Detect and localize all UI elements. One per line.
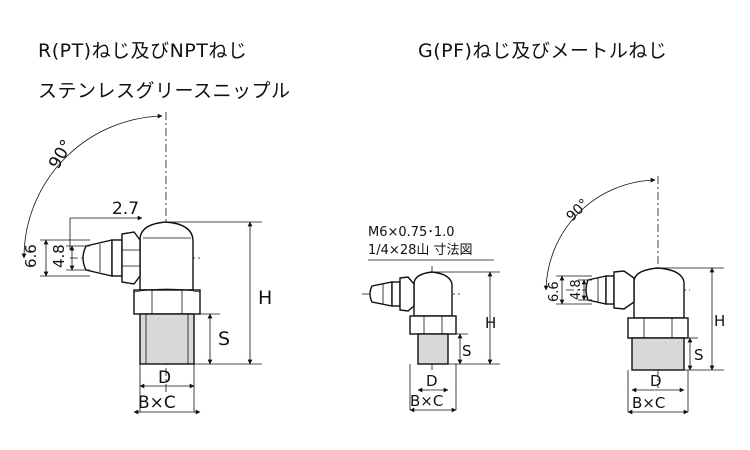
middle-dim-s-label: S [462, 342, 472, 360]
dim-6-6-label-right: 6.6 [547, 281, 562, 302]
middle-dim-h-label: H [485, 314, 496, 332]
right-dim-d-label: D [650, 372, 662, 390]
middle-dim-d-label: D [426, 372, 438, 390]
dim-d-label: D [158, 368, 171, 388]
dim-h-label: H [258, 287, 272, 309]
title-rpt-npt: R(PT)ねじ及びNPTねじ [38, 40, 248, 62]
dim-bxc-label: B×C [138, 393, 176, 413]
middle-nipple-figure: M6×0.75･1.0 1/4×28山 寸法図 H S D B× [362, 225, 500, 413]
left-nipple-figure: 2.7 H S D B×C [21, 112, 272, 415]
title-gpf-metric: G(PF)ねじ及びメートルねじ [418, 40, 668, 62]
middle-note-line1: M6×0.75･1.0 [368, 225, 455, 240]
dim-2-7-label: 2.7 [112, 199, 139, 219]
right-nipple-figure: H S D B×C [543, 176, 725, 415]
middle-dim-bxc-label: B×C [410, 392, 443, 410]
angle-90-label-right: 90° [564, 196, 593, 225]
title-stainless-grease-nipple: ステンレスグリースニップル [38, 80, 291, 102]
middle-note-line2: 1/4×28山 寸法図 [368, 243, 473, 258]
right-dim-s-label: S [694, 346, 704, 364]
right-dim-bxc-label: B×C [632, 394, 665, 412]
dim-4-8-label-right: 4.8 [569, 279, 584, 300]
dim-s-label: S [218, 328, 230, 350]
dim-4-8-label-left: 4.8 [50, 244, 68, 268]
right-dim-h-label: H [714, 312, 725, 330]
dim-6-6-label-left: 6.6 [22, 244, 40, 268]
angle-90-label-left: 90° [45, 136, 77, 172]
